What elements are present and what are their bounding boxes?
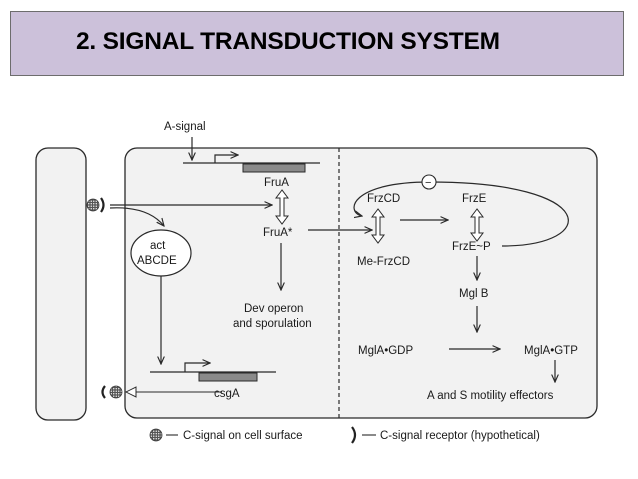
inhibition-symbol (421, 174, 437, 190)
mglb-label: Mgl B (459, 288, 489, 300)
csga-export-arrowhead (124, 386, 137, 398)
frua-activation-arrow (275, 189, 289, 225)
a-signal-label: A-signal (164, 121, 206, 133)
neighbor-cell (35, 147, 87, 421)
frua-promoter (214, 155, 238, 163)
legend-receptor-label: C-signal receptor (hypothetical) (380, 430, 540, 442)
c-signal-dot-top (86, 198, 100, 212)
slide-title: 2. SIGNAL TRANSDUCTION SYSTEM (76, 28, 500, 55)
csga-label: csgA (214, 388, 240, 400)
title-banner (10, 11, 624, 76)
c-signal-dot-bottom (109, 385, 123, 399)
frzcd-methylation-arrow (371, 208, 385, 244)
frua-gene (242, 163, 306, 173)
dev-operon-label-1: Dev operon (244, 303, 303, 315)
act-abcde-ellipse (130, 229, 192, 277)
me-frzcd-label: Me-FrzCD (357, 256, 410, 268)
effectors-label: A and S motility effectors (427, 390, 554, 402)
frze-phosphorylation-arrow (470, 208, 484, 242)
frze-label: FrzE (462, 193, 487, 205)
receptor-top (100, 197, 105, 213)
abcde-label: ABCDE (137, 255, 177, 267)
legend-receptor-icon (351, 426, 357, 444)
act-label: act (150, 240, 166, 252)
mgla-gtp-label: MglA•GTP (524, 345, 578, 357)
frzcd-label: FrzCD (367, 193, 400, 205)
arrow-receptor-to-act (109, 207, 164, 226)
legend-c-signal-icon (149, 428, 163, 442)
legend-c-signal-label: C-signal on cell surface (183, 430, 303, 442)
frua-star-label: FruA* (263, 227, 293, 239)
responding-cell (124, 147, 598, 419)
receptor-bottom (101, 385, 106, 399)
dev-operon-label-2: and sporulation (233, 318, 312, 330)
csga-promoter (184, 363, 210, 372)
mgla-gdp-label: MglA•GDP (358, 345, 413, 357)
feedback-loop (353, 181, 569, 247)
frua-label: FruA (264, 177, 289, 189)
frze-p-label: FrzE~P (452, 241, 491, 253)
inhibition-sign: − (425, 177, 431, 189)
csga-gene (198, 372, 258, 382)
